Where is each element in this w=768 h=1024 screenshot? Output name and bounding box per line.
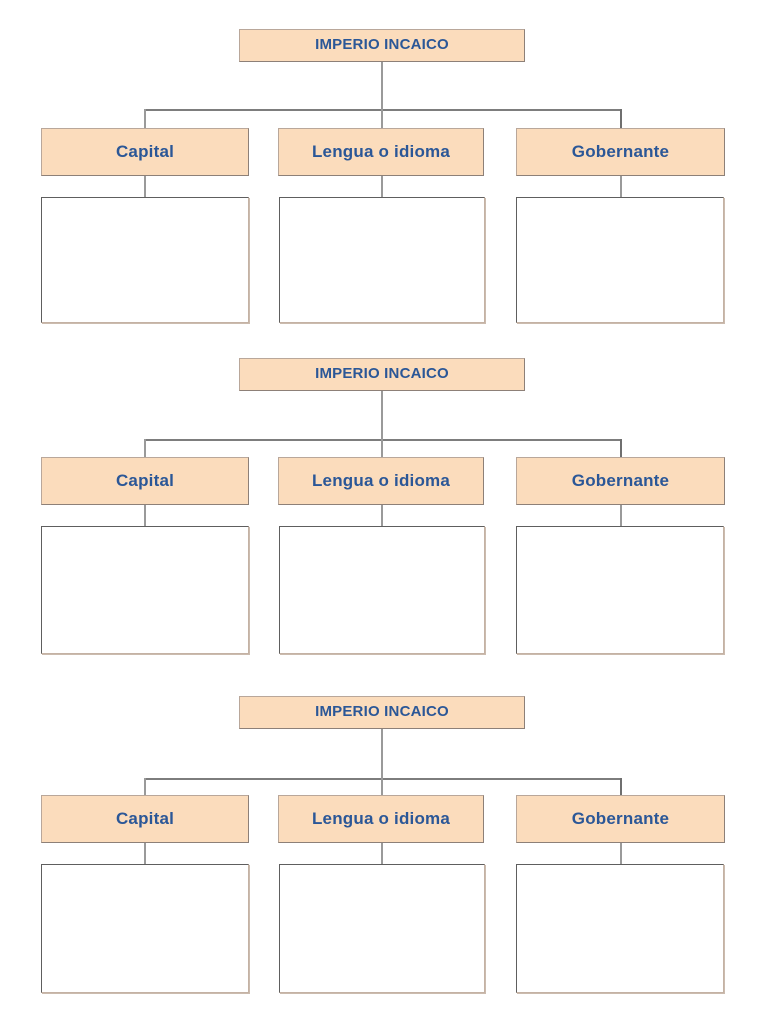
answer-box-capital[interactable] [41,526,249,654]
connector-branch-lengua [381,439,383,458]
root-node-imperio-incaico[interactable]: IMPERIO INCAICO [239,696,525,729]
root-node-imperio-incaico[interactable]: IMPERIO INCAICO [239,29,525,62]
connector-branch-capital [144,778,146,795]
connector-root-stem [381,391,383,440]
answer-box-gobernante[interactable] [516,864,724,993]
child-node-capital[interactable]: Capital [41,795,249,843]
connector-branch-capital [144,439,146,458]
connector-answer-capital [144,843,146,864]
child-node-gobernante[interactable]: Gobernante [516,128,725,176]
connector-root-stem [381,61,383,110]
child-node-gobernante[interactable]: Gobernante [516,795,725,843]
connector-answer-gobernante [620,843,622,864]
child-node-gobernante[interactable]: Gobernante [516,457,725,505]
connector-branch-gobernante [620,109,622,129]
connector-branch-gobernante [620,439,622,458]
child-node-lengua-o-idioma[interactable]: Lengua o idioma [278,128,484,176]
connector-answer-lengua [381,176,383,198]
child-node-capital[interactable]: Capital [41,128,249,176]
child-node-lengua-o-idioma[interactable]: Lengua o idioma [278,795,484,843]
connector-horizontal-bar [145,778,622,780]
connector-answer-lengua [381,843,383,864]
answer-box-gobernante[interactable] [516,526,724,654]
answer-box-capital[interactable] [41,197,249,323]
answer-box-lengua-o-idioma[interactable] [279,864,485,993]
connector-branch-lengua [381,109,383,129]
connector-answer-capital [144,505,146,527]
answer-box-lengua-o-idioma[interactable] [279,526,485,654]
connector-root-stem [381,729,383,779]
connector-branch-lengua [381,778,383,795]
child-node-lengua-o-idioma[interactable]: Lengua o idioma [278,457,484,505]
connector-horizontal-bar [145,439,622,441]
root-node-imperio-incaico[interactable]: IMPERIO INCAICO [239,358,525,391]
chart-block-3: IMPERIO INCAICO Capital Lengua o idioma … [0,667,768,1007]
child-node-capital[interactable]: Capital [41,457,249,505]
connector-answer-lengua [381,505,383,527]
answer-box-lengua-o-idioma[interactable] [279,197,485,323]
connector-answer-capital [144,176,146,198]
chart-block-1: IMPERIO INCAICO Capital Lengua o idioma … [0,0,768,338]
connector-branch-gobernante [620,778,622,795]
connector-answer-gobernante [620,176,622,198]
connector-branch-capital [144,109,146,129]
connector-horizontal-bar [145,109,622,111]
answer-box-capital[interactable] [41,864,249,993]
connector-answer-gobernante [620,505,622,527]
chart-block-2: IMPERIO INCAICO Capital Lengua o idioma … [0,329,768,667]
answer-box-gobernante[interactable] [516,197,724,323]
